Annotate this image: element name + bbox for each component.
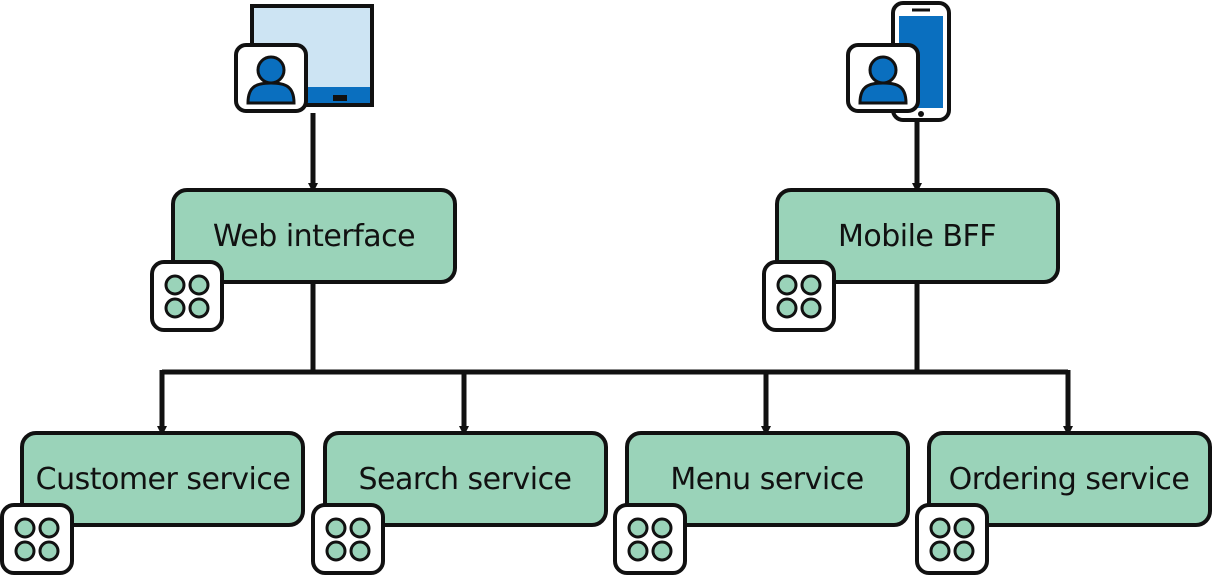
search-service-label: Search service: [358, 462, 571, 497]
microservice-icon: [613, 503, 687, 575]
mobile-bff-label: Mobile BFF: [838, 219, 996, 254]
mobile-client: [846, 1, 951, 122]
user-icon: [846, 43, 920, 113]
microservice-icon: [311, 503, 385, 575]
connectors: [157, 113, 1073, 436]
ordering-service-label: Ordering service: [949, 462, 1190, 497]
mobile-bff-node: Mobile BFF: [775, 188, 1060, 284]
user-icon: [234, 43, 308, 113]
web-interface-label: Web interface: [213, 219, 415, 254]
microservice-icon: [762, 260, 836, 332]
menu-service-label: Menu service: [670, 462, 863, 497]
search-service-node: Search service: [323, 431, 608, 527]
desktop-client: [234, 4, 374, 113]
microservice-icon: [150, 260, 224, 332]
menu-service-node: Menu service: [625, 431, 910, 527]
microservice-icon: [915, 503, 989, 575]
customer-service-label: Customer service: [36, 462, 291, 497]
microservice-icon: [0, 503, 74, 575]
web-interface-node: Web interface: [171, 188, 457, 284]
ordering-service-node: Ordering service: [927, 431, 1212, 527]
customer-service-node: Customer service: [20, 431, 305, 527]
